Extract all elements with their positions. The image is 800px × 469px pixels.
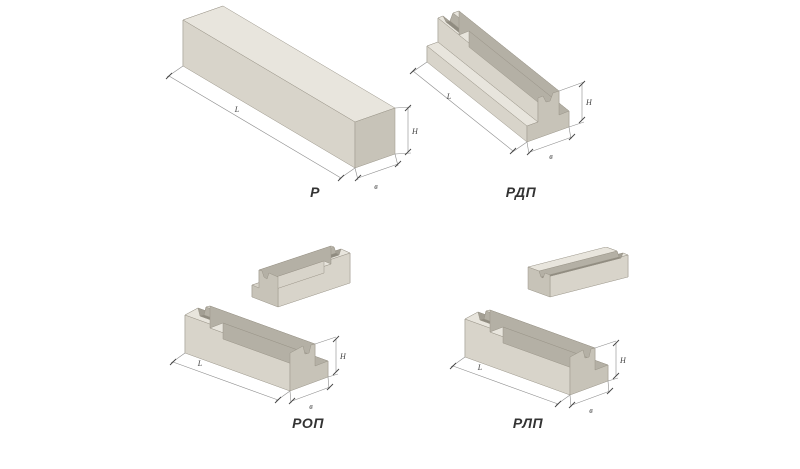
dim-label-height: H [339, 352, 347, 361]
dim-line-width [357, 163, 399, 179]
dim-tick [568, 133, 576, 141]
dim-tick [578, 80, 586, 88]
beam-illustration-rdp: L H в [409, 10, 593, 160]
dim-label-length: L [477, 363, 483, 372]
extension-line [510, 141, 528, 154]
dim-tick [409, 67, 417, 75]
dim-tick [526, 148, 534, 156]
face-near-end [569, 347, 609, 396]
rear-beam-body [527, 247, 629, 298]
dim-line-width [291, 386, 331, 402]
dim-tick [509, 147, 517, 155]
dim-tick [568, 401, 576, 409]
dim-tick [169, 358, 177, 366]
extension-line [607, 377, 619, 382]
extension-line [569, 394, 572, 408]
dim-line-width [529, 136, 573, 153]
extension-line [394, 152, 412, 155]
dim-tick [404, 148, 412, 156]
extension-line [327, 376, 330, 390]
dim-tick [332, 368, 340, 376]
dim-tick [354, 174, 362, 182]
figure-label-rop: РОП [292, 415, 324, 431]
dim-label-width: в [309, 402, 313, 411]
dim-tick [394, 160, 402, 168]
figure-label-rlp: РЛП [512, 415, 544, 431]
dim-tick [165, 72, 173, 80]
dim-label-height: H [585, 98, 593, 107]
face-near-end [526, 90, 570, 143]
beam-body [182, 5, 396, 169]
figure-label-r: Р [310, 184, 320, 200]
dim-tick [612, 339, 620, 347]
dim-label-length: L [234, 105, 240, 114]
extension-line [568, 121, 585, 128]
dim-tick [332, 335, 340, 343]
dim-label-height: H [619, 356, 627, 365]
dim-tick [449, 362, 457, 370]
extension-line [607, 380, 610, 394]
extension-line [526, 141, 530, 155]
face-near-end [527, 266, 551, 298]
dimensions: L H в [169, 335, 347, 411]
dim-line-length [452, 365, 559, 405]
extension-line [568, 126, 572, 140]
extension-line [314, 336, 337, 345]
beam-illustration-r: L H в [165, 5, 419, 191]
face-near-end [251, 269, 279, 308]
dim-tick [606, 387, 614, 395]
dim-tick [288, 397, 296, 405]
extension-line [289, 390, 292, 404]
front-beam-body [184, 305, 329, 392]
front-beam-body [464, 309, 609, 396]
rear-beam-body [251, 245, 351, 308]
extension-line [327, 373, 339, 378]
face-near-end [289, 343, 329, 392]
dim-tick [274, 396, 282, 404]
dim-tick [326, 383, 334, 391]
dim-tick [612, 372, 620, 380]
dimensions: L H в [449, 339, 627, 415]
dim-line-length [168, 75, 342, 179]
dimensions: L H в [409, 61, 593, 160]
dim-tick [337, 174, 345, 182]
dim-line-width [571, 390, 611, 406]
beam-body [426, 10, 570, 143]
dim-label-height: H [411, 127, 419, 136]
dim-tick [578, 116, 586, 124]
dim-label-length: L [446, 92, 452, 101]
dim-line-length [412, 70, 514, 152]
extension-line [558, 81, 585, 92]
extension-line [594, 340, 617, 349]
dim-line-length [172, 361, 279, 401]
dimensions: L H в [165, 65, 419, 191]
dim-tick [404, 104, 412, 112]
dim-label-width: в [589, 406, 593, 415]
beam-illustration-rlp: L H в [449, 247, 629, 415]
figure-label-rdp: РДП [505, 184, 537, 200]
dim-label-width: в [549, 152, 553, 160]
beam-illustration-rop: L H в [169, 245, 351, 411]
dim-label-width: в [374, 182, 378, 191]
dim-label-length: L [197, 359, 203, 368]
dim-tick [554, 400, 562, 408]
